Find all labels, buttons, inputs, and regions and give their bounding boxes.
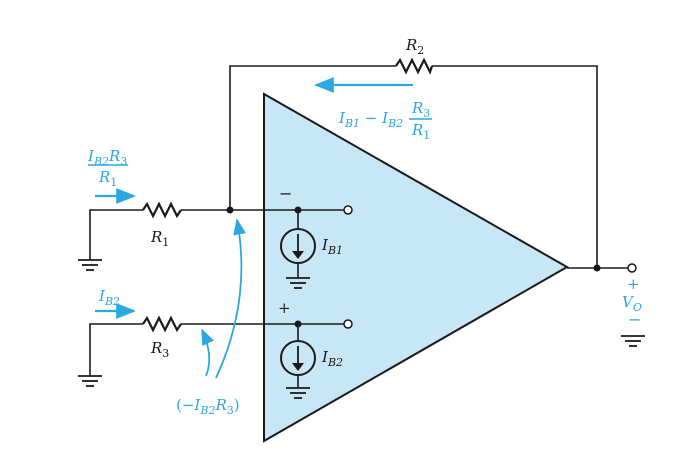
arrow-node-voltage-short — [201, 328, 214, 377]
circuit-wires — [89, 65, 628, 388]
resistor-r1-symbol — [142, 201, 182, 219]
label-ib1: IB1 — [321, 236, 343, 257]
terminals — [343, 205, 637, 329]
current-source-ib1 — [280, 228, 316, 264]
arrow-node-voltage-long — [215, 218, 247, 379]
noninverting-input-sign: + — [278, 299, 291, 317]
ground-symbol-output — [621, 335, 645, 347]
wire-feedback-right — [432, 65, 598, 268]
resistor-r2-symbol — [395, 57, 434, 75]
wire-feedback-left — [229, 65, 396, 210]
label-r2: R2 — [405, 36, 424, 57]
node-voltage-expression: (−IB2R3) — [176, 396, 240, 417]
ground-symbol-ib2 — [286, 387, 310, 399]
feedback-current-denominator: R1 — [411, 121, 430, 142]
label-ib2: IB2 — [321, 348, 343, 369]
output-minus-sign: − — [628, 310, 641, 329]
ground-symbol-ib1 — [286, 277, 310, 289]
feedback-current-numerator: R3 — [411, 99, 430, 120]
junction-dots — [226, 206, 601, 328]
current-source-ib2 — [280, 340, 316, 376]
label-r1: R1 — [150, 228, 169, 249]
input-current-top-denominator: R1 — [98, 168, 117, 189]
output-plus-sign: + — [627, 275, 640, 293]
feedback-current-expression: IB1 − IB2 — [338, 109, 403, 130]
ground-symbol-r3 — [78, 375, 102, 387]
ground-symbol-r1 — [78, 259, 102, 271]
inverting-input-sign: − — [279, 184, 292, 203]
wire-ground1-r1 — [89, 209, 143, 260]
input-current-bottom: IB2 — [98, 287, 120, 308]
input-current-top-numerator: IB2R3 — [87, 147, 127, 168]
label-r3: R3 — [150, 339, 169, 360]
output-voltage-label: VO — [622, 293, 642, 314]
opamp-triangle — [263, 92, 570, 443]
wire-ground2-r3 — [89, 323, 143, 376]
resistor-r3-symbol — [142, 315, 182, 333]
